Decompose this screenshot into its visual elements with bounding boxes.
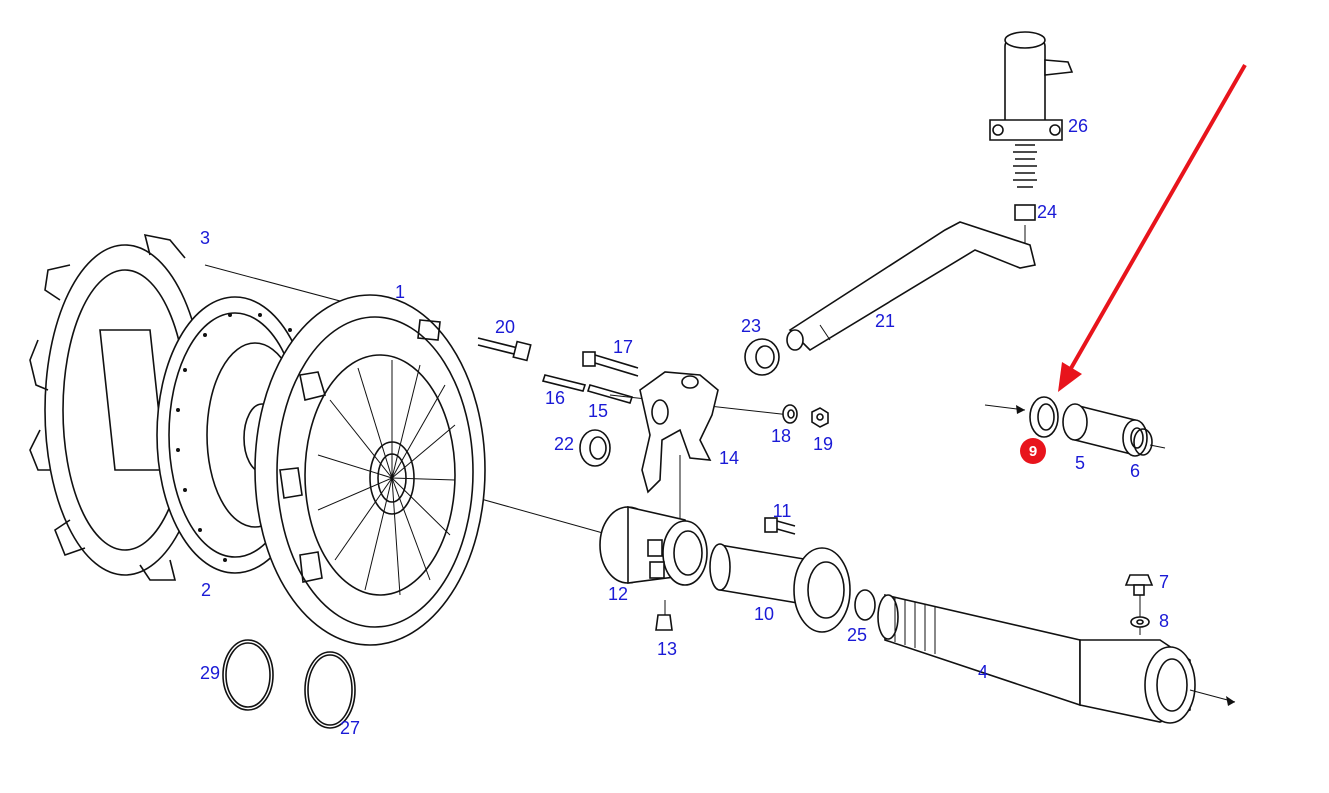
part-4-input-shaft xyxy=(877,593,1236,724)
callout-16: 16 xyxy=(545,388,565,408)
callout-29: 29 xyxy=(200,663,220,683)
part-21-cross-shaft xyxy=(786,221,1036,352)
part-22-bushing xyxy=(579,429,611,467)
callout-15: 15 xyxy=(588,401,608,421)
part-12-release-bearing xyxy=(599,505,708,586)
part-19-nut xyxy=(811,407,829,428)
callout-4: 4 xyxy=(978,662,988,682)
highlight-arrow xyxy=(1058,64,1247,392)
part-13-grease-nipple xyxy=(655,614,673,631)
part-29-snap-ring xyxy=(222,639,274,711)
disc-rivets xyxy=(176,313,292,562)
callout-19: 19 xyxy=(813,434,833,454)
part-26-slave-cylinder xyxy=(989,31,1074,188)
part-8-washer xyxy=(1130,616,1150,628)
part-9-seal xyxy=(984,396,1059,438)
highlight-badge-9: 9 xyxy=(1020,438,1046,464)
callout-9: 9 xyxy=(1029,443,1037,460)
callout-14: 14 xyxy=(719,448,739,468)
callout-26: 26 xyxy=(1068,116,1088,136)
callout-21: 21 xyxy=(875,311,895,331)
part-1-pressure-plate xyxy=(254,294,486,646)
callout-18: 18 xyxy=(771,426,791,446)
callout-13: 13 xyxy=(657,639,677,659)
part-25-circlip xyxy=(854,589,876,621)
part-11-bolt xyxy=(764,517,796,535)
callout-6: 6 xyxy=(1130,461,1140,481)
diaphragm-fingers xyxy=(317,360,456,596)
part-17-bolt xyxy=(582,351,639,377)
callout-17: 17 xyxy=(613,337,633,357)
callout-7: 7 xyxy=(1159,572,1169,592)
part-24-adapter xyxy=(1014,204,1036,221)
part-7-bolt xyxy=(1124,574,1154,596)
callout-5: 5 xyxy=(1075,453,1085,473)
shaft-splines xyxy=(894,598,936,654)
callout-25: 25 xyxy=(847,625,867,645)
part-27-snap-ring xyxy=(304,651,356,729)
part-6-ring xyxy=(1133,428,1166,456)
part-23-bushing xyxy=(744,338,780,376)
callout-12: 12 xyxy=(608,584,628,604)
callout-11: 11 xyxy=(773,501,792,521)
part-15-pin xyxy=(586,384,634,404)
callout-labels: 1 2 3 4 5 6 7 8 10 11 12 13 14 15 16 17 … xyxy=(200,116,1169,738)
part-16-pin xyxy=(541,374,587,392)
part-18-washer xyxy=(782,404,798,424)
callout-27: 27 xyxy=(340,718,360,738)
callout-8: 8 xyxy=(1159,611,1169,631)
callout-22: 22 xyxy=(554,434,574,454)
callout-10: 10 xyxy=(754,604,774,624)
callout-24: 24 xyxy=(1037,202,1057,222)
part-10-guide-sleeve xyxy=(709,543,851,633)
callout-1: 1 xyxy=(395,282,405,302)
part-14-release-fork xyxy=(639,371,719,494)
part-20-bolt xyxy=(477,337,532,362)
callout-20: 20 xyxy=(495,317,515,337)
callout-2: 2 xyxy=(201,580,211,600)
callout-23: 23 xyxy=(741,316,761,336)
callout-3: 3 xyxy=(200,228,210,248)
